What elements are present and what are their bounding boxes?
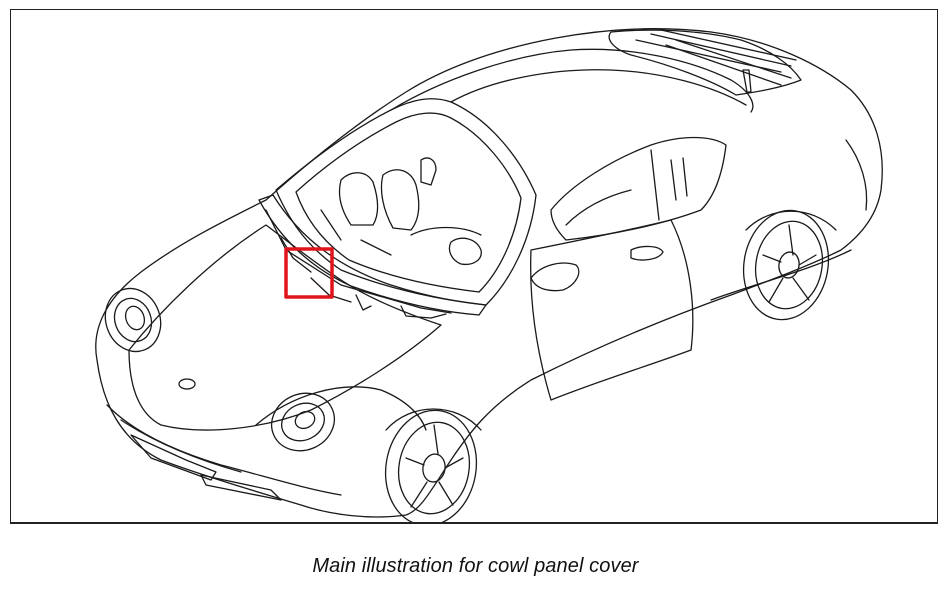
side-window	[550, 136, 727, 241]
figure-caption: Main illustration for cowl panel cover	[312, 555, 639, 577]
headlamp-right	[271, 392, 335, 452]
steering-wheel	[448, 237, 482, 266]
roof	[390, 48, 754, 113]
hood-badge	[178, 378, 196, 390]
hood-line	[128, 224, 442, 431]
cowl-panel-cover-highlight	[284, 247, 334, 299]
windshield-frame	[275, 98, 537, 306]
headlamp-left	[104, 287, 162, 353]
illustration-frame	[10, 9, 938, 524]
door-handle	[630, 245, 664, 261]
engine-lid	[608, 29, 802, 96]
side-mirror	[530, 262, 580, 292]
seat-right	[380, 169, 420, 231]
car-illustration	[95, 27, 883, 522]
car-body-outline	[95, 27, 883, 518]
front-bumper	[106, 404, 342, 496]
seat-left	[338, 172, 379, 226]
door	[530, 219, 694, 401]
front-wheel	[384, 409, 478, 522]
